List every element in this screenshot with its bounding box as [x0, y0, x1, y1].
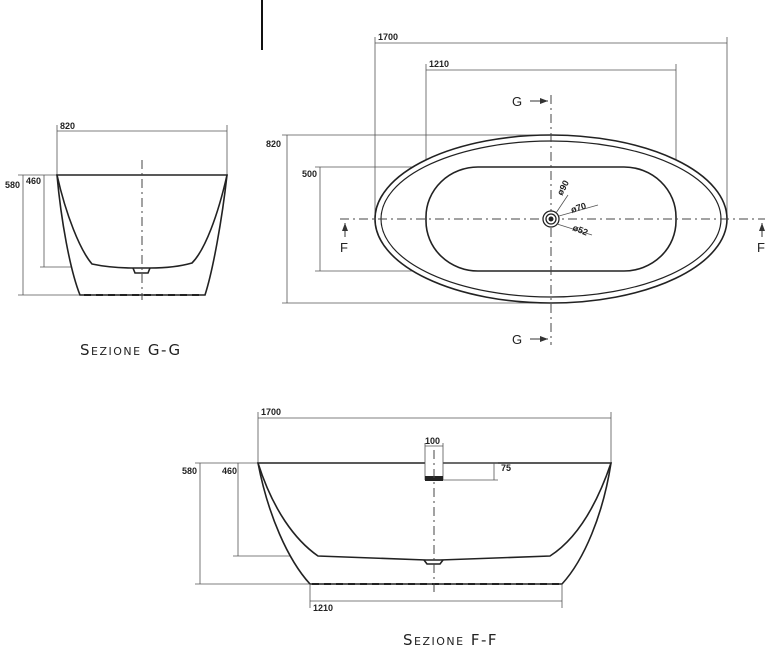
section-ff: 1700 580 460 100 75 1210 Sezione F-F	[182, 407, 613, 649]
gg-depth-label: 460	[26, 176, 41, 186]
gg-drain	[132, 267, 151, 274]
plan-length-label: 1700	[378, 32, 398, 42]
plan-drain-leader-70	[558, 204, 599, 217]
plan-marker-f-right: F	[757, 240, 765, 255]
plan-drain-core	[548, 216, 554, 222]
plan-inner-length-label: 1210	[429, 59, 449, 69]
plan-width-label: 820	[266, 139, 281, 149]
plan-drain-leader-52	[556, 223, 593, 236]
ff-length-label: 1700	[261, 407, 281, 417]
gg-title: Sezione G-G	[80, 341, 182, 359]
plan-inner-width-label: 500	[302, 169, 317, 179]
gg-width-label: 820	[60, 121, 75, 131]
plan-drain-leader-90	[555, 194, 569, 214]
ff-drain-w-label: 100	[425, 436, 440, 446]
ff-overflow-mask	[425, 451, 443, 481]
ff-drain-h-label: 75	[501, 463, 511, 473]
gg-height-label: 580	[5, 180, 20, 190]
ff-depth-label: 460	[222, 466, 237, 476]
ff-bottom-label: 1210	[313, 603, 333, 613]
ff-overflow-cap	[425, 476, 443, 481]
plan-marker-g-top: G	[512, 94, 522, 109]
plan-drain-d70: ø70	[570, 201, 588, 215]
ff-height-label: 580	[182, 466, 197, 476]
section-gg: 820 580 460 Sezione G-G	[5, 121, 229, 359]
plan-marker-g-bottom: G	[512, 332, 522, 347]
plan-view: 1700 1210 820 500 ø90 ø70 ø52 G	[266, 32, 765, 347]
ff-title: Sezione F-F	[403, 631, 498, 649]
plan-marker-f-left: F	[340, 240, 348, 255]
